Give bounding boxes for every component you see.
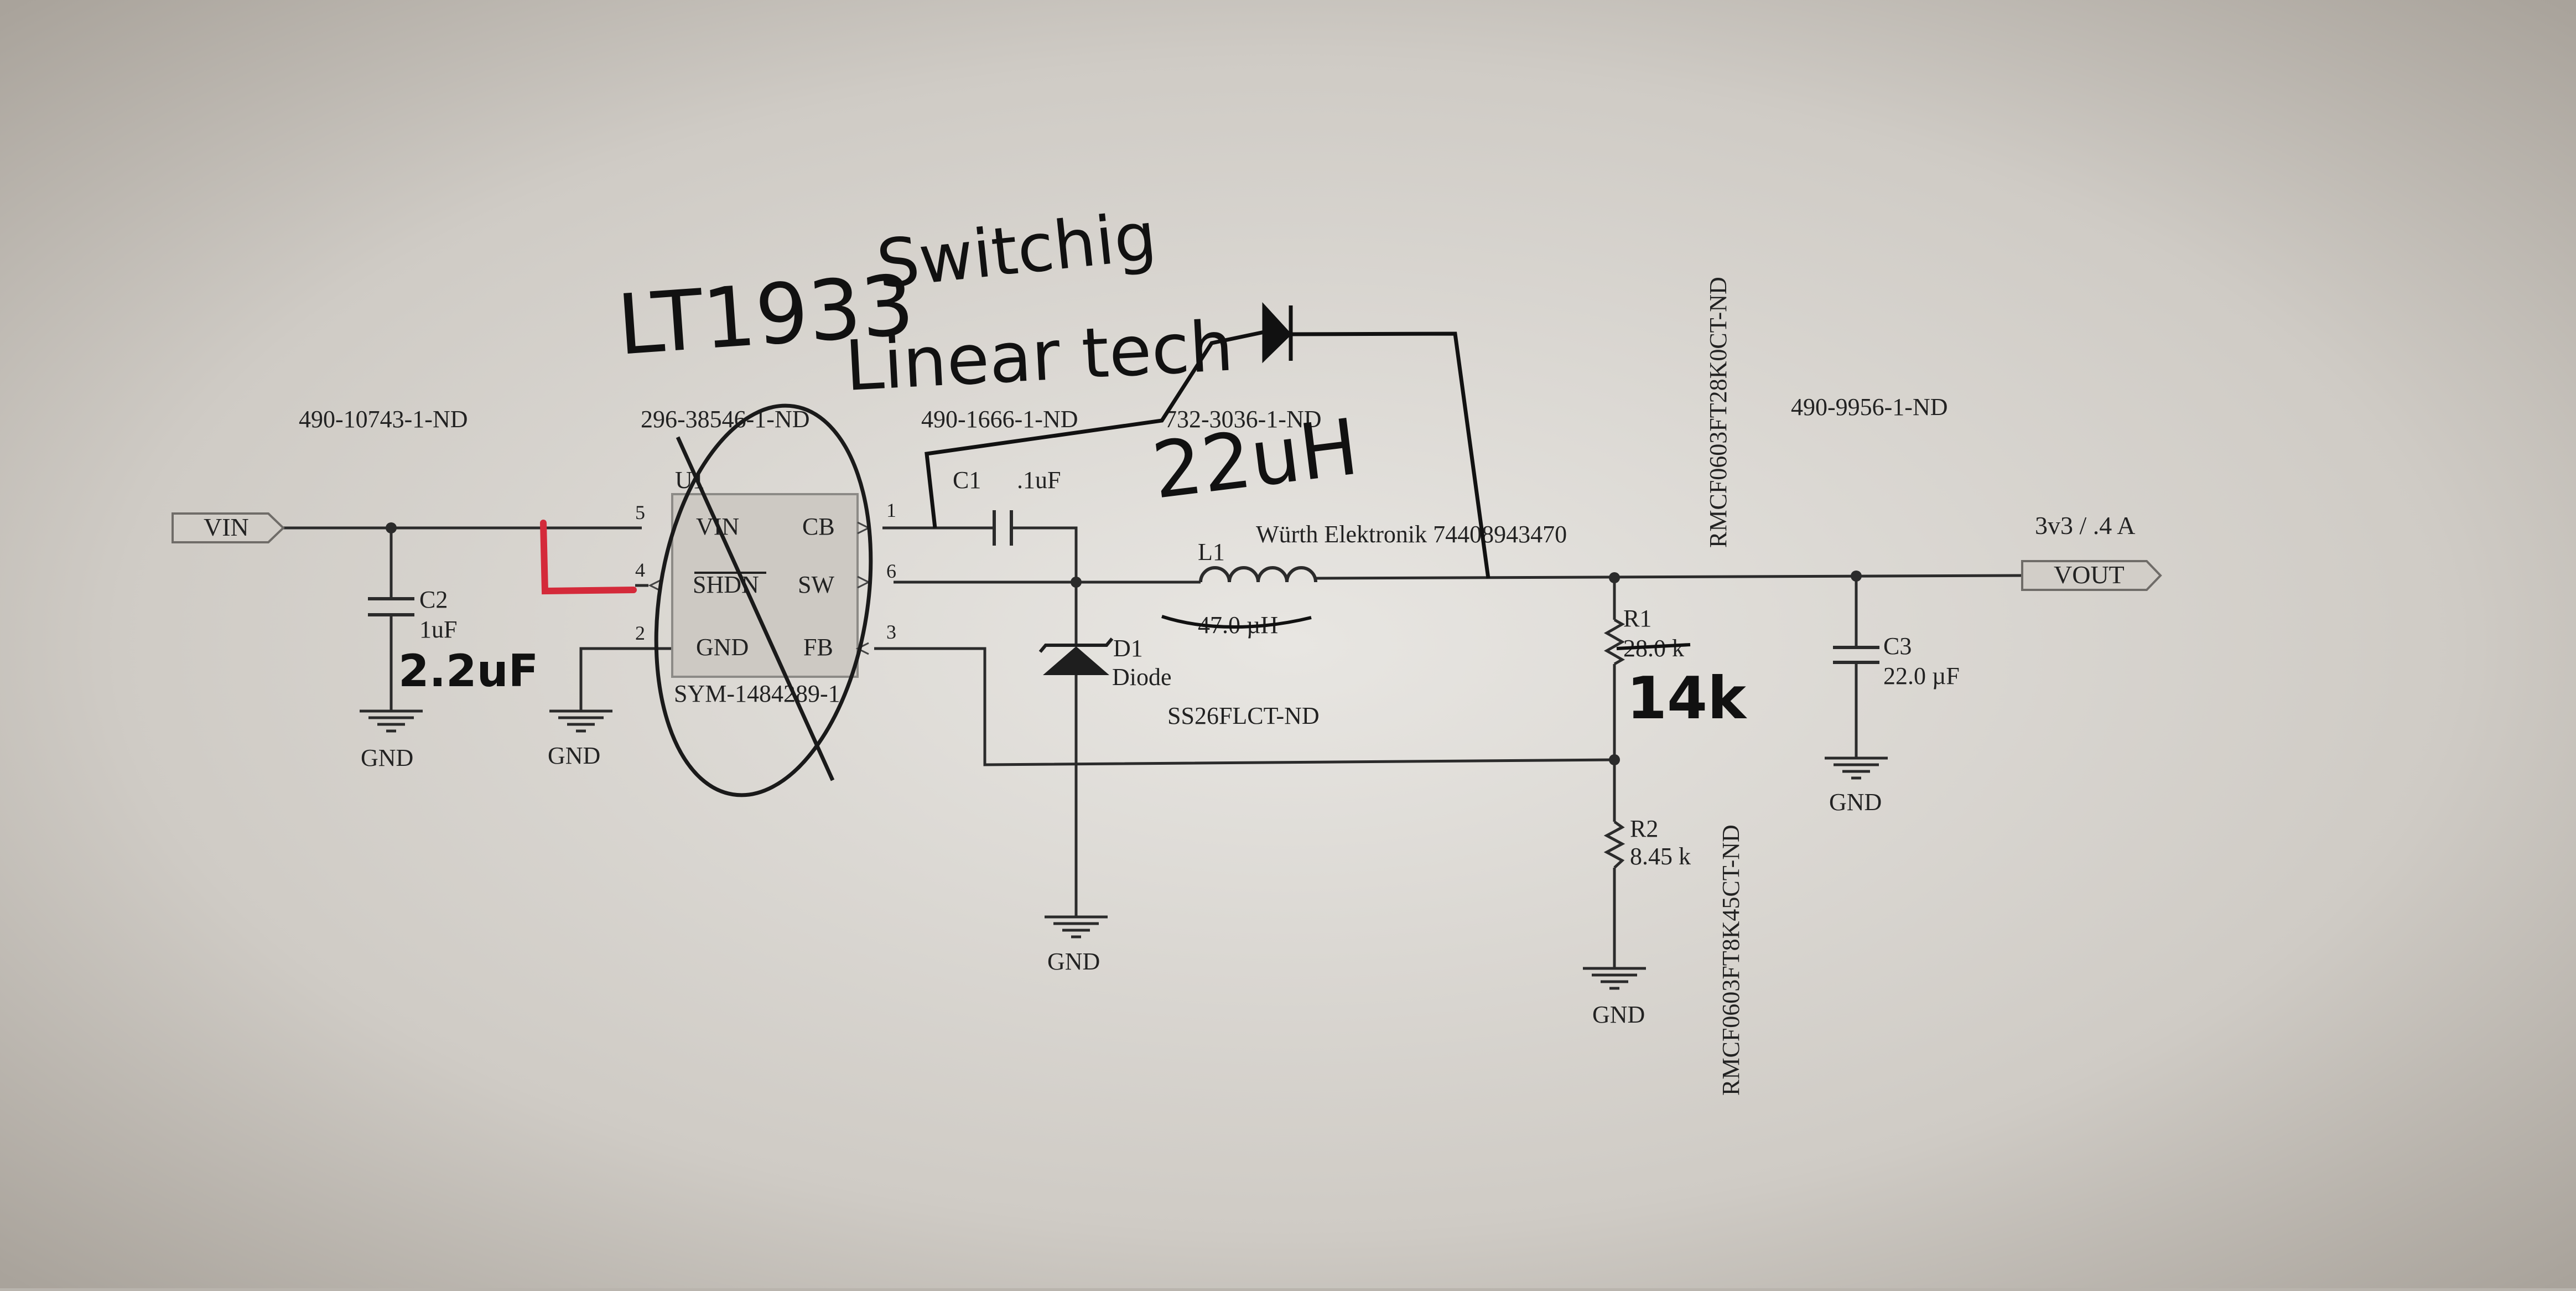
u1-pin-sw: SW: [798, 571, 834, 598]
c2-part-number: 490-10743-1-ND: [299, 406, 468, 433]
l1-part-number: 732-3036-1-ND: [1165, 406, 1322, 433]
c1-value: .1uF: [1017, 466, 1061, 494]
ground-symbol-c3: [1825, 756, 1888, 780]
c2-ref: C2: [419, 586, 448, 613]
gnd-label-d1: GND: [1047, 948, 1100, 975]
d1-cathode-bar: [1038, 637, 1114, 653]
printed-wires: [282, 526, 2023, 967]
r2-value: 8.45 k: [1630, 843, 1691, 870]
c3-ref: C3: [1883, 632, 1912, 660]
u1-symbol-label: SYM-1484289-1: [674, 680, 840, 707]
d1-value: Diode: [1112, 663, 1172, 691]
r1-part-number: RMCF0603FT28K0CT-ND: [1705, 277, 1732, 548]
gnd-label-r2: GND: [1592, 1001, 1645, 1028]
vin-port-label: VIN: [204, 513, 249, 541]
ground-symbol-c2: [360, 709, 423, 733]
hand-r1-value: 14k: [1627, 665, 1747, 732]
vout-port-label: VOUT: [2054, 561, 2125, 589]
u1-crossout-slash: [676, 436, 835, 781]
c3-plates: [1833, 646, 1879, 664]
gnd-label-c3: GND: [1829, 789, 1882, 816]
u1-part-number: 296-38546-1-ND: [641, 406, 810, 433]
vout-port-flag: [2021, 560, 2162, 591]
c3-part-number: 490-9956-1-ND: [1791, 393, 1948, 421]
hand-c2-value: 2.2uF: [398, 645, 538, 697]
gnd-label-c2: GND: [361, 744, 413, 771]
r2-part-number: RMCF0603FT8K45CT-ND: [1717, 825, 1744, 1096]
ground-symbol-d1: [1045, 915, 1108, 939]
d1-part-number: SS26FLCT-ND: [1167, 702, 1320, 729]
c2-plates: [368, 597, 414, 616]
junction-dots: [386, 522, 1862, 765]
u1-pin-gnd: GND: [696, 634, 749, 661]
red-pen-shdn-edit: [540, 520, 637, 595]
vin-port-flag: [172, 512, 285, 543]
u1-pin-num-cb: 1: [886, 499, 896, 521]
u1-pin-num-shdn: 4: [635, 559, 645, 581]
d1-ref: D1: [1113, 635, 1143, 662]
hand-drawn-diode: [925, 302, 1490, 579]
r2-ref: R2: [1630, 815, 1658, 842]
r2-zigzag: [1603, 820, 1625, 869]
r1-ref: R1: [1623, 605, 1651, 632]
u1-pin-num-sw: 6: [886, 560, 896, 582]
c1-ref: C1: [953, 466, 981, 494]
u1-body: [671, 493, 859, 678]
c2-value: 1uF: [419, 616, 457, 643]
ground-symbol-r2: [1583, 967, 1646, 990]
hand-part-note: LT1933: [614, 257, 917, 374]
c1-part-number: 490-1666-1-ND: [921, 406, 1078, 433]
u1-pin-num-vin: 5: [635, 501, 645, 523]
u1-crossout-ellipse: [654, 403, 873, 797]
u1-pin-cb: CB: [802, 513, 835, 540]
ground-symbol-u1: [549, 709, 612, 733]
gnd-label-u1: GND: [548, 742, 600, 769]
u1-pin-num-gnd: 2: [635, 622, 645, 644]
r1-zigzag: [1603, 618, 1625, 666]
u1-pin-fb: FB: [803, 634, 833, 661]
l1-maker: Würth Elektronik 74408943470: [1256, 521, 1567, 548]
hand-strikeouts: [1161, 615, 1691, 650]
c1-plates: [993, 510, 1013, 546]
d1-diode-body: [1043, 646, 1109, 675]
u1-pin-num-fb: 3: [886, 621, 896, 643]
l1-coil: [1199, 566, 1317, 583]
l1-ref: L1: [1198, 538, 1225, 566]
c3-value: 22.0 µF: [1883, 662, 1960, 689]
vout-spec-label: 3v3 / .4 A: [2035, 511, 2135, 540]
